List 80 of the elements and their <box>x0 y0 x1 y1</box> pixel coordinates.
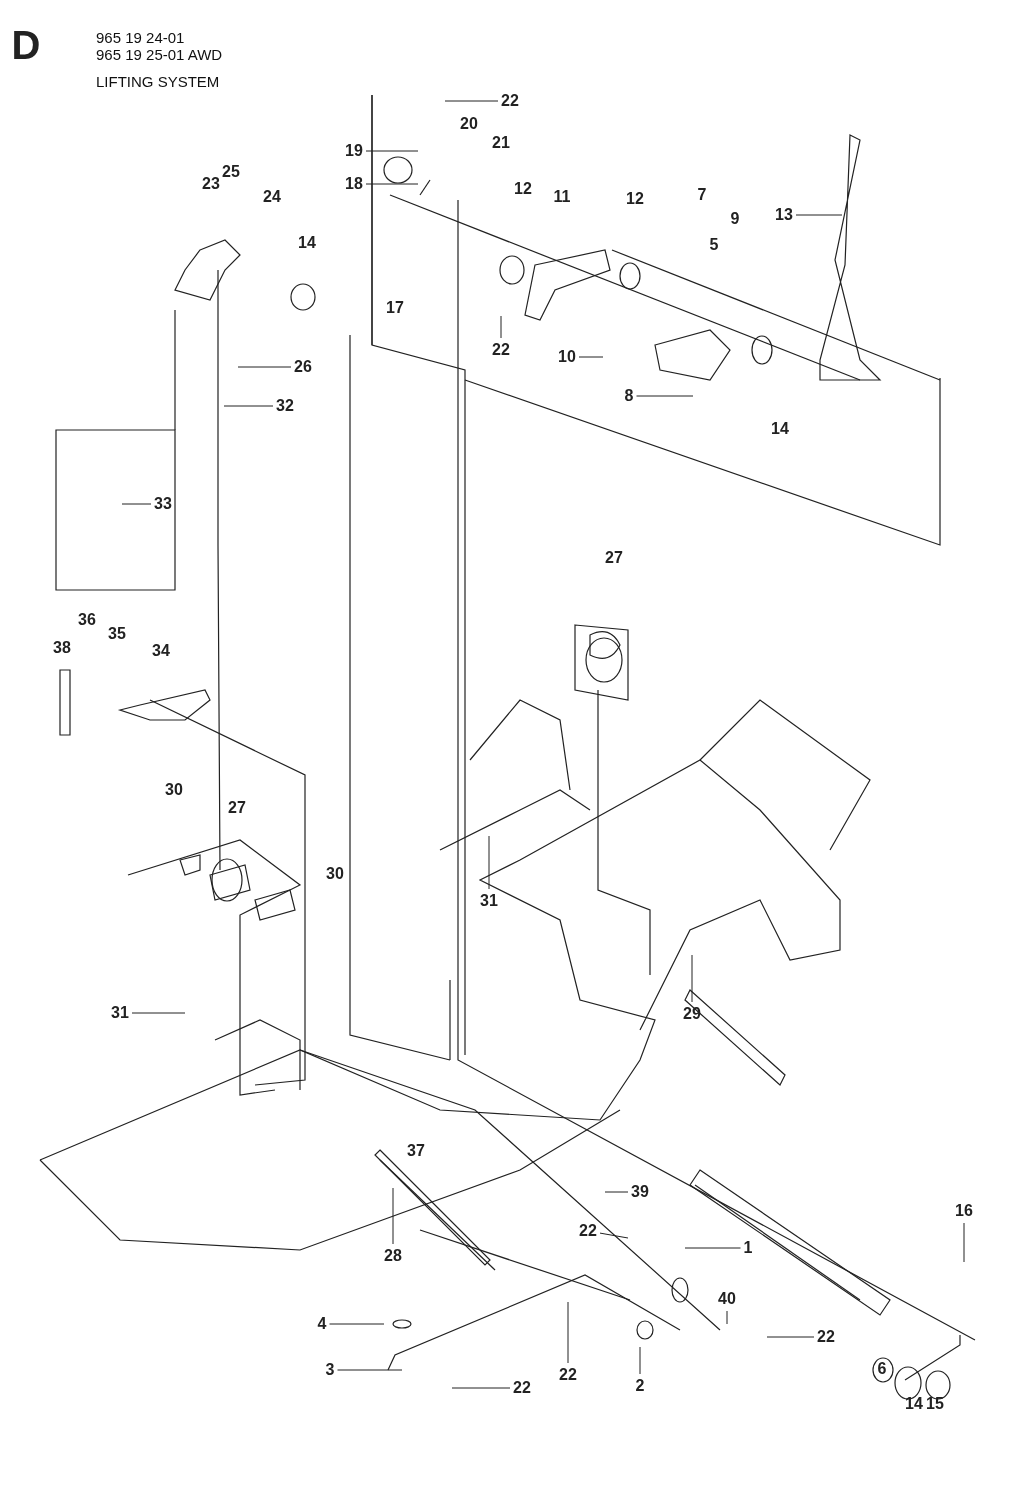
leader-line <box>392 1187 394 1245</box>
callout-number: 12 <box>514 180 532 198</box>
callout-number: 22 <box>579 1222 597 1240</box>
callout-number: 1 <box>743 1239 753 1257</box>
callout-number: 8 <box>624 387 634 405</box>
callout-number: 32 <box>276 397 294 415</box>
callout-number: 2 <box>635 1377 645 1395</box>
callout-number: 30 <box>165 781 183 799</box>
callout-number: 16 <box>955 1202 973 1220</box>
callout-number: 33 <box>154 495 172 513</box>
callout-number: 14 <box>298 234 316 252</box>
callout-number: 18 <box>345 175 363 193</box>
callout-number: 15 <box>926 1395 944 1413</box>
callout-number: 29 <box>683 1005 701 1023</box>
callout-number: 22 <box>513 1379 531 1397</box>
callout-number: 20 <box>460 115 478 133</box>
callout-number: 3 <box>325 1361 335 1379</box>
part-number-text: 965 19 25-01 AWD <box>96 45 223 63</box>
leader-line <box>337 1369 403 1371</box>
leader-line <box>365 150 419 152</box>
callout-number: 7 <box>697 186 707 204</box>
leader-line <box>639 1346 641 1375</box>
callout-number: 14 <box>905 1395 923 1413</box>
section-letter: D <box>11 25 41 65</box>
callout-number: 14 <box>771 420 789 438</box>
callout-number: 6 <box>877 1360 887 1378</box>
leader-line <box>684 1247 741 1249</box>
callout-number: 35 <box>108 625 126 643</box>
callout-number: 11 <box>553 188 571 206</box>
callout-number: 19 <box>345 142 363 160</box>
callout-number: 27 <box>228 799 246 817</box>
leader-line <box>726 1310 728 1325</box>
callout-number: 34 <box>152 642 170 660</box>
callout-number: 4 <box>317 1315 327 1333</box>
leader-line <box>567 1301 569 1364</box>
leader-line <box>578 356 604 358</box>
callout-number: 5 <box>709 236 719 254</box>
callout-number: 28 <box>384 1247 402 1265</box>
leader-line <box>795 214 843 216</box>
callout-number: 26 <box>294 358 312 376</box>
leader-line <box>365 183 419 185</box>
callout-number: 22 <box>559 1366 577 1384</box>
leader-line <box>599 1232 629 1239</box>
leader-line <box>237 366 292 368</box>
callout-number: 24 <box>263 188 281 206</box>
leader-line <box>691 954 693 1003</box>
part-number-text: 965 19 24-01 <box>96 28 185 46</box>
callout-number: 37 <box>407 1142 425 1160</box>
callout-number: 9 <box>730 210 740 228</box>
callout-number: 31 <box>480 892 498 910</box>
callout-number: 31 <box>111 1004 129 1022</box>
callout-number: 21 <box>492 134 510 152</box>
callout-number: 13 <box>775 206 793 224</box>
leader-line <box>329 1323 385 1325</box>
leader-line <box>223 405 274 407</box>
callout-number: 22 <box>492 341 510 359</box>
leader-line <box>121 503 152 505</box>
callout-number: 22 <box>501 92 519 110</box>
leader-line <box>488 835 490 890</box>
callout-number: 40 <box>718 1290 736 1308</box>
leader-line <box>451 1387 511 1389</box>
leader-line <box>604 1191 629 1193</box>
callout-number: 30 <box>326 865 344 883</box>
callout-number: 36 <box>78 611 96 629</box>
callout-number: 12 <box>626 190 644 208</box>
callout-number: 38 <box>53 639 71 657</box>
callout-number: 25 <box>222 163 240 181</box>
title: LIFTING SYSTEM <box>96 73 220 90</box>
leader-line <box>766 1336 815 1338</box>
leader-line <box>636 395 694 397</box>
callout-number: 39 <box>631 1183 649 1201</box>
leader-line <box>963 1222 965 1263</box>
callout-number: 23 <box>202 175 220 193</box>
callout-number: 10 <box>558 348 576 366</box>
leader-line <box>444 100 499 102</box>
callout-number: 17 <box>386 299 404 317</box>
leader-line <box>131 1012 186 1014</box>
leader-line <box>500 315 502 339</box>
callout-number: 27 <box>605 549 623 567</box>
callout-number: 22 <box>817 1328 835 1346</box>
